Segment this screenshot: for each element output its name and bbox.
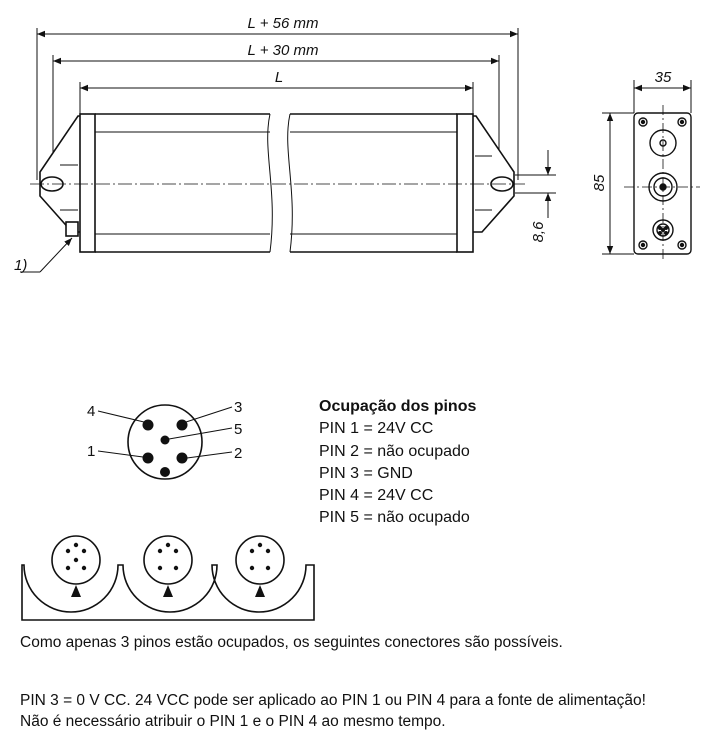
pin-assignment-line: PIN 2 = não ocupado bbox=[319, 442, 470, 460]
pin-assignment-title: Ocupação dos pinos bbox=[319, 398, 477, 415]
pin-5-dot bbox=[160, 435, 170, 445]
pin-assignment-panel: Ocupação dos pinos PIN 1 = 24V CC PIN 2 … bbox=[319, 396, 476, 530]
pin-2-dot bbox=[176, 452, 188, 464]
pin-4-dot bbox=[142, 419, 154, 431]
end-view-dimensions bbox=[602, 80, 692, 255]
pin-label-1: 1 bbox=[87, 443, 95, 460]
height-label: 85 bbox=[591, 174, 608, 191]
housing-end-view bbox=[633, 112, 692, 255]
pin-assignment-line: PIN 3 = GND bbox=[319, 464, 413, 482]
dimension-lines bbox=[36, 28, 519, 180]
hole-offset-label: 8,6 bbox=[530, 221, 547, 243]
housing-side-view bbox=[39, 113, 515, 253]
key-notch bbox=[160, 467, 170, 477]
width-label: 35 bbox=[655, 69, 672, 86]
pin-label-3: 3 bbox=[234, 399, 242, 416]
connector-note: Como apenas 3 pinos estão ocupados, os s… bbox=[20, 634, 563, 651]
pin-diagram bbox=[97, 404, 233, 480]
overall-length-label: L + 56 mm bbox=[247, 15, 318, 32]
footnote-marker: 1) bbox=[14, 257, 27, 274]
pin-assignment-line: PIN 5 = não ocupado bbox=[319, 509, 470, 527]
pin-label-4: 4 bbox=[87, 403, 95, 420]
mid-length-label: L + 30 mm bbox=[247, 42, 318, 59]
power-note-line2: Não é necessário atribuir o PIN 1 e o PI… bbox=[20, 713, 446, 730]
body-length-label: L bbox=[275, 69, 283, 86]
pin-assignment-line: PIN 1 = 24V CC bbox=[319, 420, 434, 438]
hole-offset-dimension bbox=[515, 150, 556, 218]
pin-label-5: 5 bbox=[234, 421, 242, 438]
pin-1-dot bbox=[142, 452, 154, 464]
pin-3-dot bbox=[176, 419, 188, 431]
connector-options bbox=[21, 535, 315, 621]
power-note-line1: PIN 3 = 0 V CC. 24 VCC pode ser aplicado… bbox=[20, 692, 646, 709]
footnote-leader bbox=[20, 237, 73, 273]
pin-assignment-line: PIN 4 = 24V CC bbox=[319, 487, 434, 505]
pin-label-2: 2 bbox=[234, 445, 242, 462]
